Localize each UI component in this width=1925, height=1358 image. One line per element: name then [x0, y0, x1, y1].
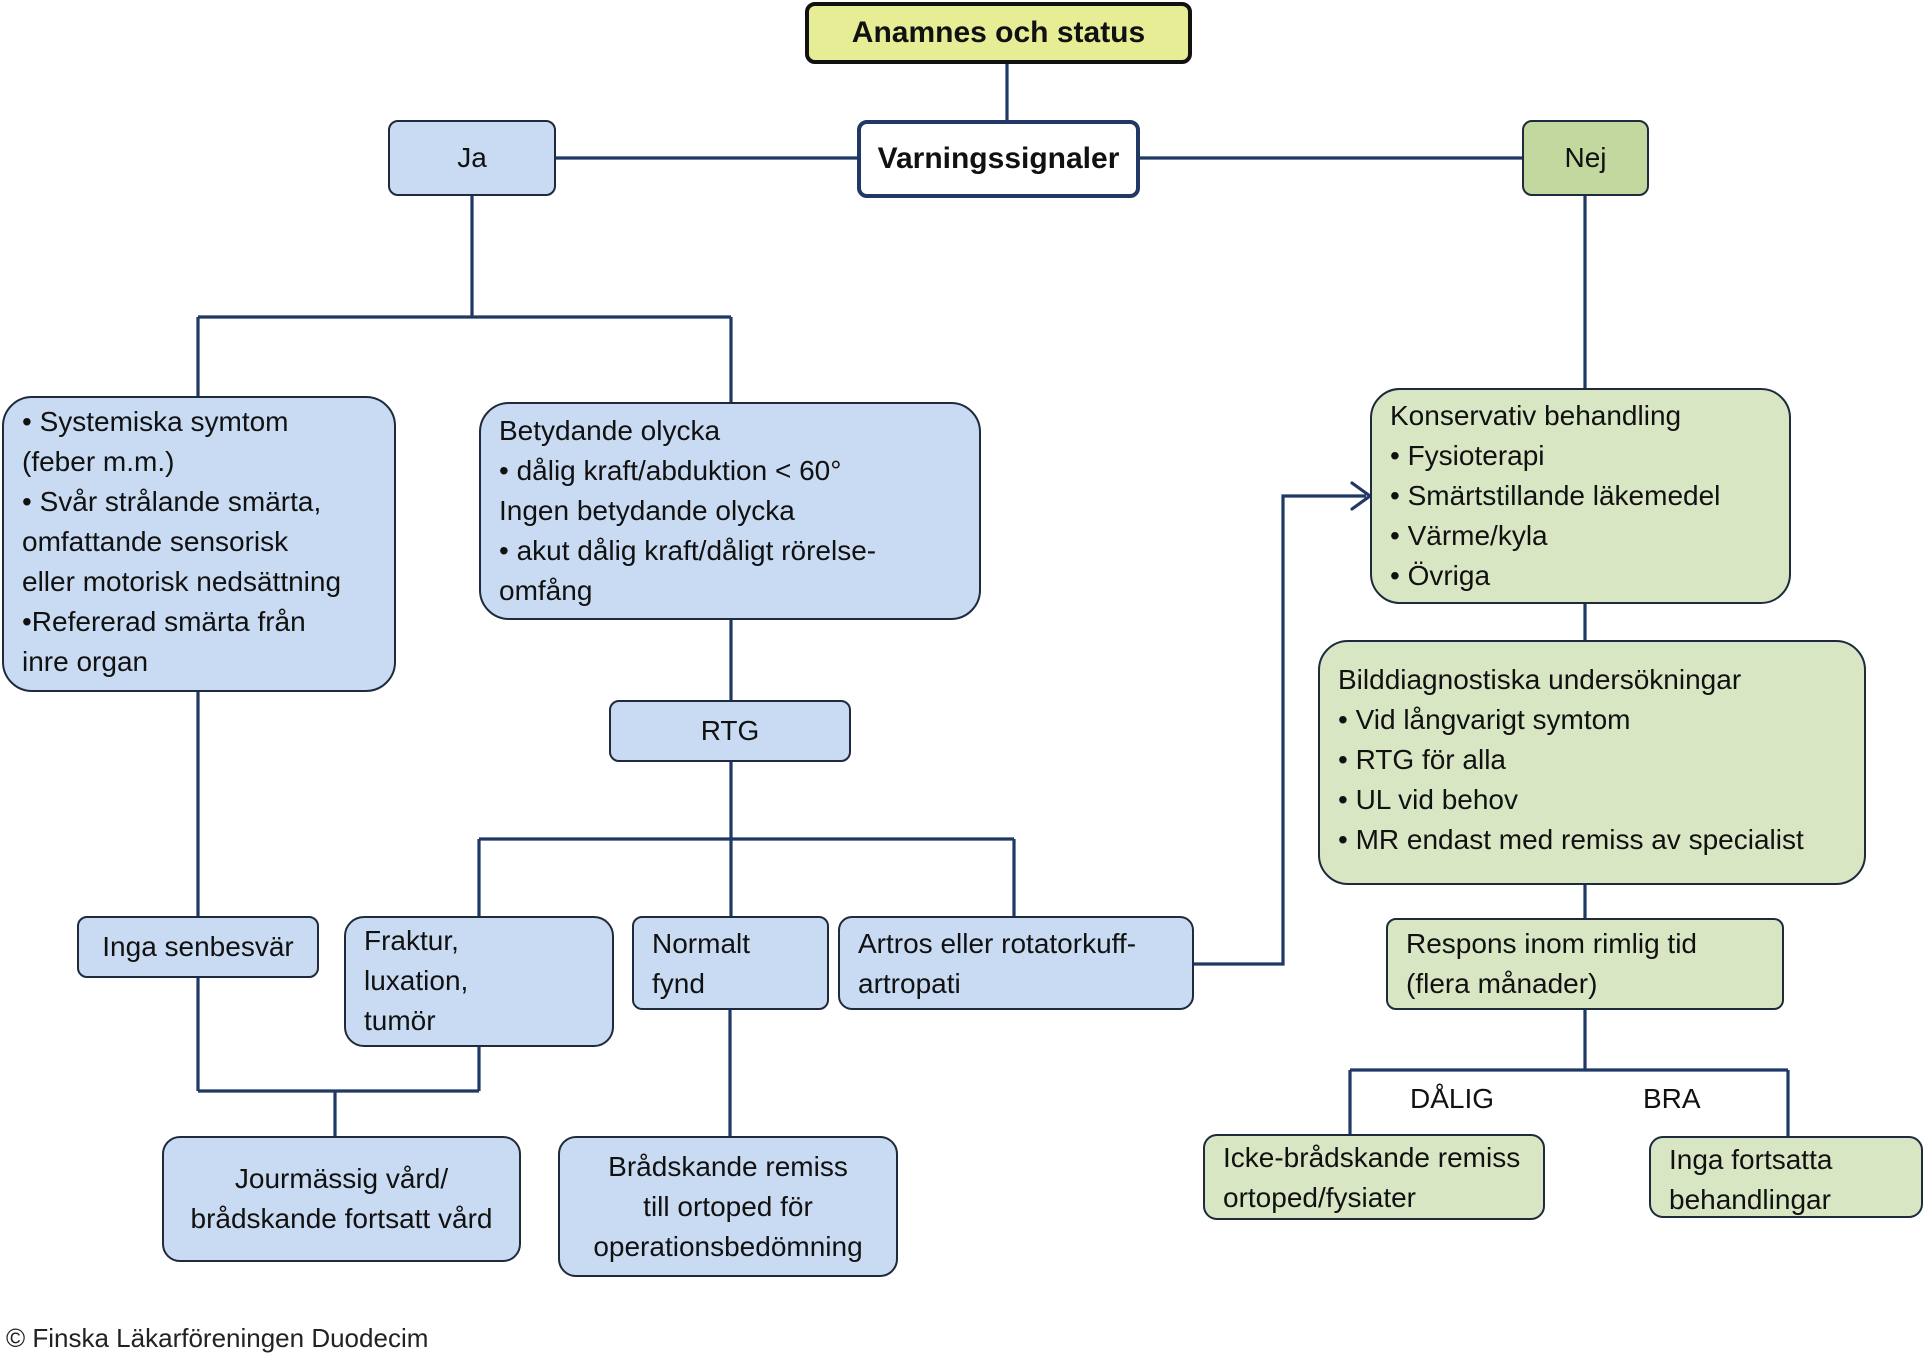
start-node: Anamnes och status [805, 2, 1192, 64]
connector-xray-split [477, 762, 1016, 916]
accident-line: Ingen betydande olycka [499, 495, 795, 526]
fracture-node: Fraktur, luxation, tumör [344, 916, 614, 1047]
emergency-line: Jourmässig vård/ [234, 1163, 449, 1194]
urgent-referral-node: Brådskande remiss till ortoped för opera… [558, 1136, 898, 1277]
urgent-referral-line: till ortoped för [643, 1190, 813, 1222]
systemic-line: (feber m.m.) [22, 446, 175, 477]
yes-node: Ja [388, 120, 556, 196]
no-further-treatment-node: Inga fortsatta behandlingar [1649, 1136, 1923, 1218]
connector-join-emergency [196, 978, 481, 1136]
fracture-line: Fraktur, [364, 925, 459, 956]
normal-line: Normalt [652, 928, 751, 959]
fracture-line: luxation, [364, 965, 469, 996]
systemic-line: • Systemiska symtom [22, 406, 289, 437]
arthrosis-line: Artros eller rotatorkuff- [858, 928, 1137, 959]
imaging-line: • UL vid behov [1338, 784, 1518, 815]
emergency-care-node: Jourmässig vård/ brådskande fortsatt vår… [162, 1136, 521, 1262]
conservative-line: • Värme/kyla [1390, 520, 1548, 551]
no-label: Nej [1564, 142, 1607, 173]
connector-arthrosis-conservative [1194, 494, 1366, 966]
arthrosis-line: artropati [858, 968, 961, 999]
edge-label-bad: DÅLIG [1410, 1083, 1495, 1114]
conservative-line: Konservativ behandling [1390, 400, 1682, 431]
imaging-line: • MR endast med remiss av specialist [1338, 824, 1804, 855]
conservative-treatment-node: Konservativ behandling • Fysioterapi • S… [1370, 388, 1791, 604]
xray-node: RTG [609, 700, 851, 762]
conservative-line: • Smärtstillande läkemedel [1390, 480, 1721, 511]
response-node: Respons inom rimlig tid (flera månader) [1386, 918, 1784, 1010]
imaging-line: • Vid långvarigt symtom [1338, 704, 1631, 735]
nonurgent-referral-line: Icke-brådskande remiss [1223, 1142, 1521, 1173]
accident-line: omfång [499, 575, 593, 606]
connector-yes-split [196, 196, 733, 402]
yes-label: Ja [457, 142, 487, 173]
no-further-line: behandlingar [1669, 1184, 1831, 1215]
arthrosis-node: Artros eller rotatorkuff- artropati [838, 916, 1194, 1010]
no-tendon-label: Inga senbesvär [102, 931, 294, 962]
edge-label-good: BRA [1643, 1083, 1701, 1114]
systemic-symptoms-node: • Systemiska symtom (feber m.m.) • Svår … [2, 396, 396, 692]
urgent-referral-line: Brådskande remiss [608, 1150, 848, 1182]
accident-node: Betydande olycka • dålig kraft/abduktion… [479, 402, 981, 620]
response-line: (flera månader) [1406, 968, 1598, 999]
accident-line: • dålig kraft/abduktion < 60° [499, 455, 842, 486]
accident-line: Betydande olycka [499, 415, 721, 446]
nonurgent-referral-node: Icke-brådskande remiss ortoped/fysiater [1203, 1134, 1545, 1220]
xray-label: RTG [700, 715, 760, 746]
copyright-notice: © Finska Läkarföreningen Duodecim [6, 1323, 429, 1353]
no-node: Nej [1522, 120, 1649, 196]
response-line: Respons inom rimlig tid [1406, 928, 1697, 959]
systemic-line: omfattande sensorisk [22, 526, 289, 557]
normal-finding-node: Normalt fynd [632, 916, 829, 1010]
warning-signs-node: Varningssignaler [857, 120, 1140, 198]
urgent-referral-line: operationsbedömning [593, 1230, 863, 1262]
start-label: Anamnes och status [851, 16, 1146, 49]
no-further-line: Inga fortsatta [1669, 1144, 1833, 1175]
conservative-line: • Fysioterapi [1390, 440, 1545, 471]
warning-signs-label: Varningssignaler [877, 142, 1120, 175]
fracture-line: tumör [364, 1005, 436, 1036]
no-tendon-node: Inga senbesvär [77, 916, 319, 978]
systemic-line: • Svår strålande smärta, [22, 486, 322, 517]
normal-line: fynd [652, 968, 705, 999]
imaging-node: Bilddiagnostiska undersökningar • Vid lå… [1318, 640, 1866, 885]
systemic-line: eller motorisk nedsättning [22, 566, 342, 597]
emergency-line: brådskande fortsatt vård [190, 1203, 493, 1234]
accident-line: • akut dålig kraft/dåligt rörelse- [499, 535, 877, 566]
nonurgent-referral-line: ortoped/fysiater [1223, 1182, 1416, 1213]
systemic-line: •Refererad smärta från [22, 606, 306, 637]
connector-response-split [1348, 1010, 1790, 1136]
imaging-line: • RTG för alla [1338, 744, 1506, 775]
imaging-line: Bilddiagnostiska undersökningar [1338, 664, 1742, 695]
conservative-line: • Övriga [1390, 560, 1491, 591]
systemic-line: inre organ [22, 646, 149, 677]
